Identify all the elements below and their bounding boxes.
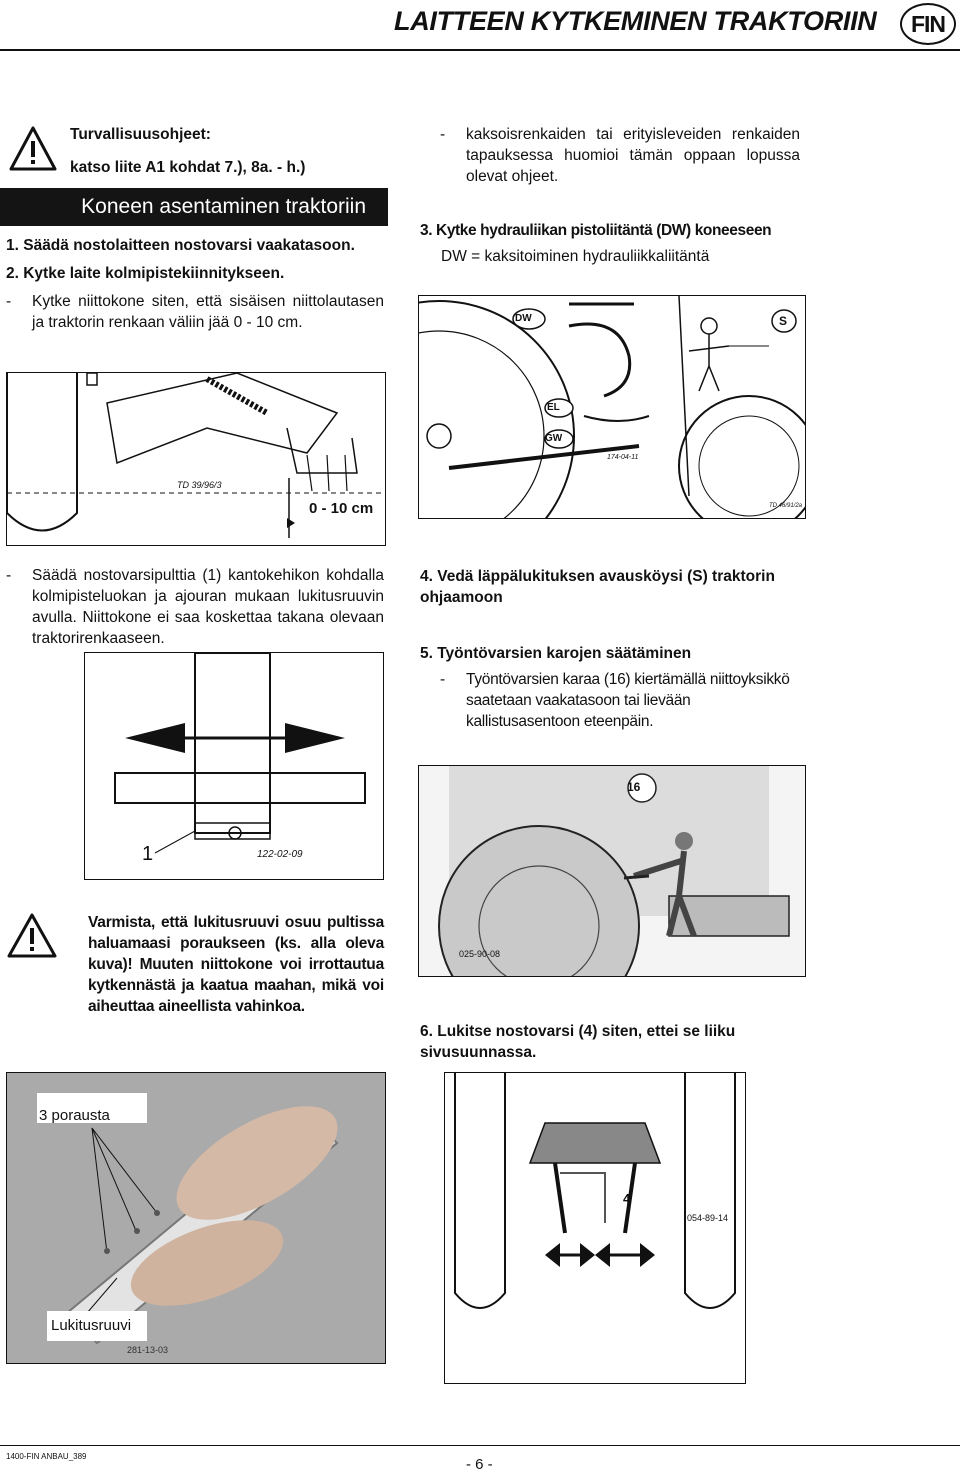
safety-text: katso liite A1 kohdat 7.), 8a. - h.) (70, 159, 306, 176)
tires-note-text: kaksoisrenkaiden tai erityisleveiden ren… (466, 126, 800, 185)
adjust-note: -Säädä nostovarsipulttia (1) kantokehiko… (6, 567, 384, 647)
label-el: EL (547, 402, 560, 413)
hydraulic-code: 174-04-11 (607, 454, 639, 461)
step-5: 5. Työntövarsien karojen säätäminen (420, 645, 692, 662)
distance-label: 0 - 10 cm (309, 500, 374, 517)
adjust-note-text: Säädä nostovarsipulttia (1) kantokehikon… (32, 567, 384, 647)
step-3: 3. Kytke hydrauliikan pistoliitäntä (DW)… (420, 222, 772, 239)
warning-triangle-icon (8, 125, 58, 178)
label-dw: DW (515, 313, 532, 324)
page-number: - 6 - (466, 1456, 493, 1473)
footer-rule (0, 1445, 960, 1446)
push-rod-note: -Työntövarsien karaa (16) kiertämällä ni… (440, 669, 805, 732)
step-4: 4. Vedä läppälukituksen avausköysi (S) t… (420, 568, 775, 606)
header-rule (0, 49, 960, 51)
pin-label-bottom: Lukitusruuvi (51, 1317, 132, 1334)
push-rod-figure: 16 025-90-08 (418, 765, 806, 977)
bolt-label: 1 (142, 843, 154, 865)
step-2: 2. Kytke laite kolmipistekiinnitykseen. (6, 265, 285, 282)
tires-note: -kaksoisrenkaiden tai erityisleveiden re… (440, 126, 800, 185)
lift-link-code: 054-89-14 (687, 1213, 729, 1223)
warning-text: Varmista, että lukitusruuvi osuu pultiss… (88, 914, 384, 1015)
push-rod-code: 025-90-08 (459, 949, 501, 959)
hydraulic-figure: DW EL GW S 174-04-11 TD 46/91/2a (418, 295, 806, 519)
push-rod-note-text: Työntövarsien karaa (16) kiertämällä nii… (466, 671, 790, 730)
hydraulic-code-2: TD 46/91/2a (769, 503, 803, 509)
step-1: 1. Säädä nostolaitteen nostovarsi vaakat… (6, 237, 355, 254)
push-rod-label: 16 (627, 780, 641, 794)
lift-link-figure: 4 054-89-14 (444, 1072, 746, 1384)
section-title: Koneen asentaminen traktoriin (0, 188, 388, 226)
lift-link-label: 4 (623, 1191, 631, 1206)
pin-code: 281-13-03 (127, 1345, 169, 1355)
warning-icon-2 (6, 912, 58, 965)
mower-code: TD 39/96/3 (177, 480, 222, 490)
bolt-figure: 1 122-02-09 (84, 652, 384, 880)
step-6: 6. Lukitse nostovarsi (4) siten, ettei s… (420, 1023, 736, 1061)
label-gw: GW (545, 433, 563, 444)
pin-photo-figure: 3 porausta Lukitusruuvi 281-13-03 (6, 1072, 386, 1364)
mower-distance-figure: TD 39/96/3 0 - 10 cm (6, 372, 386, 546)
language-badge: FIN (900, 3, 956, 45)
pin-label-top: 3 porausta (39, 1107, 110, 1124)
safety-heading: Turvallisuusohjeet: (70, 126, 211, 143)
step-2-note: -Kytke niittokone siten, että sisäisen n… (6, 293, 384, 331)
step-2-note-text: Kytke niittokone siten, että sisäisen ni… (32, 293, 384, 331)
bolt-code: 122-02-09 (257, 849, 303, 860)
doc-code: 1400-FIN ANBAU_389 (6, 1452, 87, 1461)
step-3-sub: DW = kaksitoiminen hydrauliikkaliitäntä (441, 248, 710, 265)
label-s: S (779, 314, 788, 328)
page-title: LAITTEEN KYTKEMINEN TRAKTORIIN (394, 6, 877, 36)
